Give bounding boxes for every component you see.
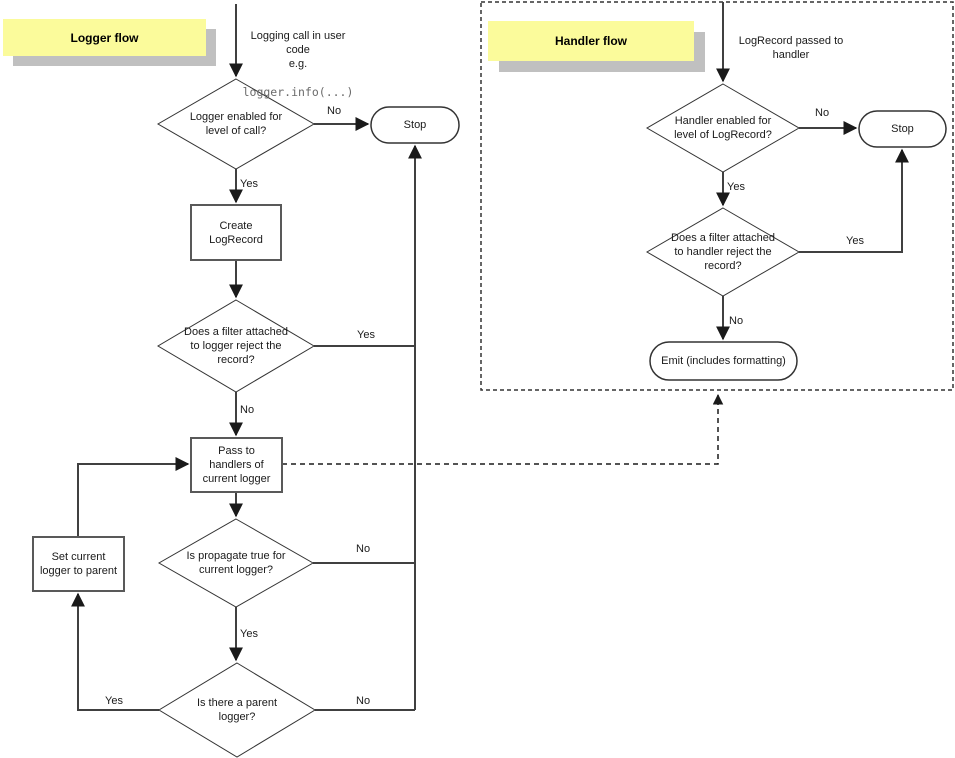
- parent-logger-diamond: [158, 662, 316, 758]
- level-check-text: Logger enabled for level of call?: [189, 111, 283, 137]
- logger-filter-diamond: [157, 299, 315, 393]
- edge-parent-yes-to-set: [71, 592, 159, 711]
- edge-label-level-yes: Yes: [240, 178, 258, 190]
- edge-label-filter-yes: Yes: [357, 329, 375, 341]
- edge-label-parent-yes: Yes: [105, 695, 123, 707]
- create-logrecord-box: [190, 204, 282, 261]
- logger-start-note-code: logger.info(...): [242, 85, 354, 99]
- edge-label-propagate-no: No: [356, 543, 371, 555]
- emit-terminal: [649, 341, 798, 381]
- edge-set-to-pass: [77, 457, 190, 537]
- logger-start-note: Logging call in user code e.g. logger.in…: [240, 15, 356, 113]
- edge-label-hlevel-no: No: [815, 107, 830, 119]
- create-logrecord-text: Create LogRecord: [209, 219, 263, 246]
- logger-filter-text: Does a filter attached to logger reject …: [184, 326, 288, 366]
- handler-stop-terminal: [858, 110, 947, 148]
- handler-stop-text: Stop: [891, 123, 914, 135]
- handler-filter-text: Does a filter attached to handler reject…: [671, 232, 775, 272]
- handler-flow-title: Handler flow: [488, 21, 694, 61]
- handler-level-diamond: [646, 83, 800, 173]
- handler-flow-boundary: [480, 1, 954, 391]
- edge-label-hfilter-no: No: [729, 315, 744, 327]
- logger-connectors: [71, 4, 422, 711]
- edge-label-hlevel-yes: Yes: [727, 181, 745, 193]
- pass-to-handlers-box: [190, 437, 283, 493]
- handler-start-note: LogRecord passed to handler: [738, 35, 844, 61]
- logger-flow-title: Logger flow: [3, 19, 206, 56]
- edge-label-level-no: No: [327, 105, 342, 117]
- logger-start-note-text: Logging call in user code e.g.: [250, 30, 346, 70]
- edge-label-hfilter-yes: Yes: [846, 235, 864, 247]
- logger-stop-text: Stop: [403, 119, 427, 131]
- edge-label-propagate-yes: Yes: [240, 628, 258, 640]
- pass-to-handlers-text: Pass to handlers of current logger: [202, 445, 271, 485]
- set-current-logger-box: [32, 536, 125, 592]
- edge-label-parent-no: No: [356, 695, 371, 707]
- logger-stop-terminal: [370, 106, 460, 144]
- handler-level-text: Handler enabled for level of LogRecord?: [674, 115, 772, 141]
- propagate-diamond: [157, 518, 315, 608]
- edge-hfilter-yes-to-stop: [799, 148, 909, 253]
- set-current-logger-text: Set current logger to parent: [39, 551, 118, 577]
- parent-logger-text: Is there a parent logger?: [196, 697, 278, 723]
- propagate-text: Is propagate true for current logger?: [186, 550, 286, 576]
- edge-label-filter-no: No: [240, 404, 255, 416]
- level-check-diamond: [156, 78, 316, 170]
- edge-pass-to-handler-flow-dashed: [282, 393, 724, 465]
- emit-text: Emit (includes formatting): [661, 355, 786, 367]
- handler-connectors: [716, 2, 909, 341]
- handler-filter-diamond: [646, 207, 800, 297]
